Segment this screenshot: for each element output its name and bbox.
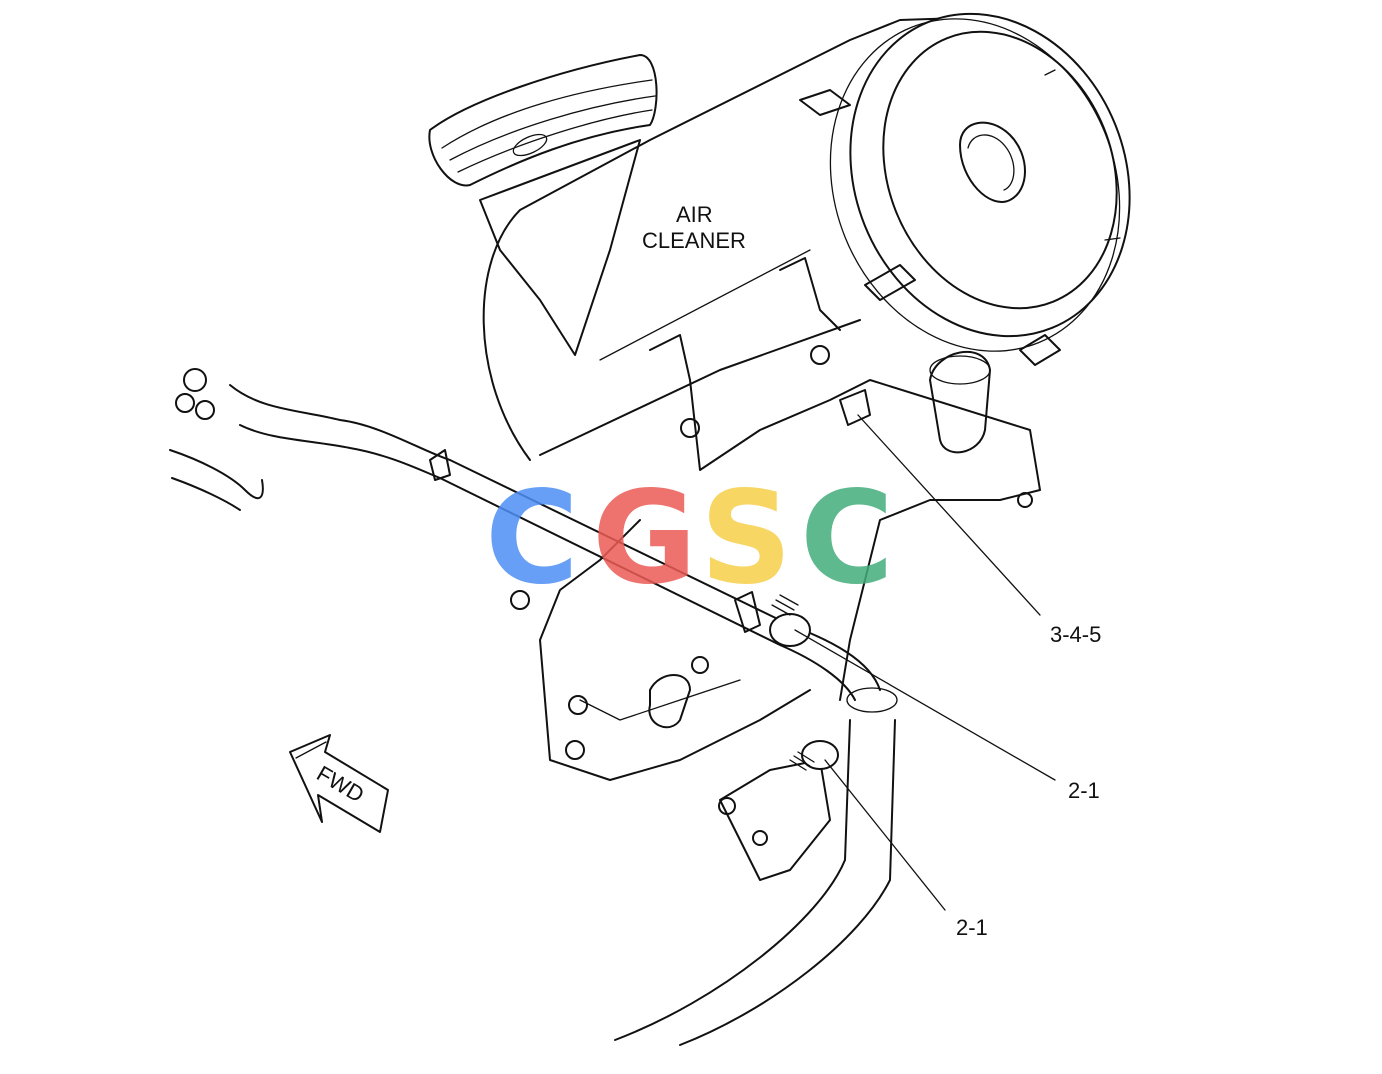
air-cleaner-body bbox=[479, 17, 961, 461]
intake-duct bbox=[428, 54, 658, 187]
component-label-line1: AIR bbox=[676, 202, 713, 227]
callout-label-3-4-5: 3-4-5 bbox=[1050, 622, 1101, 647]
callout-label-2-1-lower: 2-1 bbox=[956, 915, 988, 940]
fitting-3-4-5 bbox=[839, 389, 871, 426]
hose-clamp-upper bbox=[769, 594, 811, 647]
leader-lines bbox=[794, 414, 1056, 911]
outlet-tube bbox=[929, 351, 991, 454]
lower-hose bbox=[614, 687, 898, 1046]
air-cleaner-cover bbox=[799, 12, 1131, 366]
tube-assembly bbox=[169, 368, 881, 701]
callout-label-2-1-upper: 2-1 bbox=[1068, 778, 1100, 803]
watermark-letter-2: G bbox=[592, 464, 697, 613]
watermark-letter-1: C bbox=[485, 464, 579, 613]
watermark-letter-3: S bbox=[700, 464, 792, 613]
hose-clamp-lower bbox=[789, 740, 839, 771]
component-label-line2: CLEANER bbox=[642, 228, 746, 253]
forward-arrow: FWD bbox=[289, 734, 389, 833]
watermark-letter-4: C bbox=[800, 464, 894, 613]
watermark: C G S C bbox=[485, 464, 894, 613]
mounting-bracket bbox=[510, 257, 1041, 781]
